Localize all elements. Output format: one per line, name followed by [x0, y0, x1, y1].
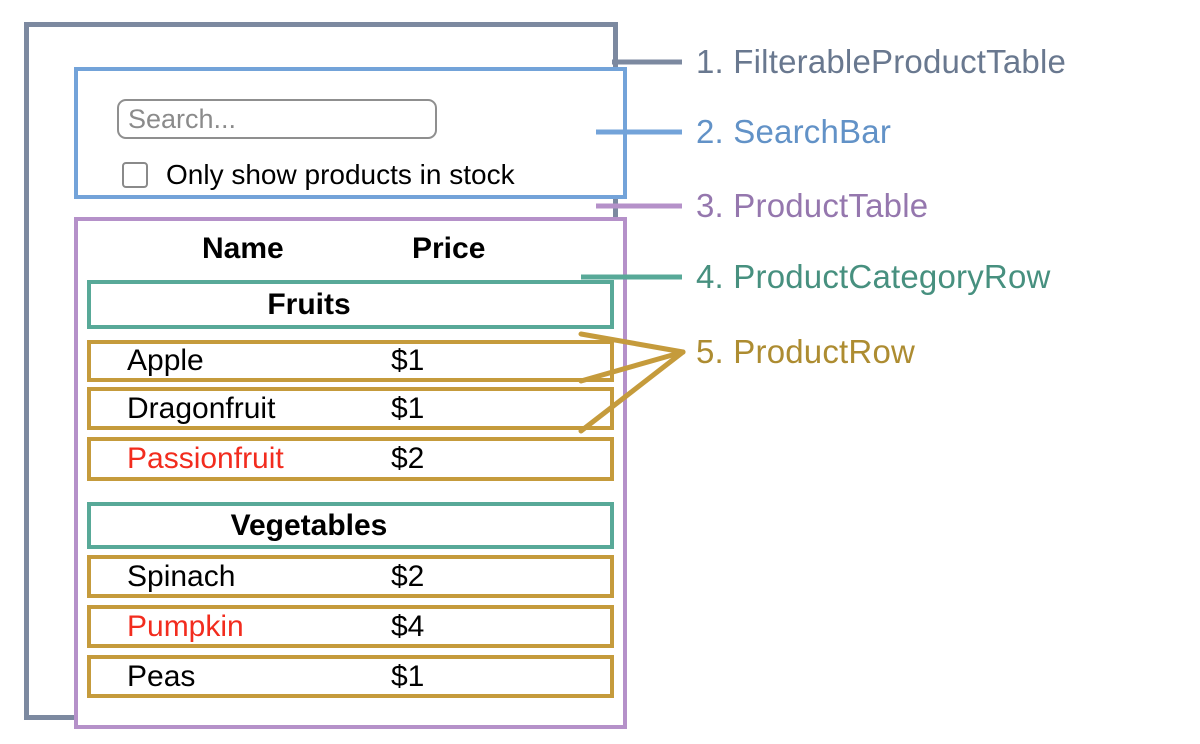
filterable-product-table-box: Only show products in stock Name Price F… — [24, 22, 627, 729]
product-row-dragonfruit: Dragonfruit $1 — [87, 387, 614, 430]
category-label: Vegetables — [230, 508, 388, 542]
annotation-product-category-row: 4. ProductCategoryRow — [696, 258, 1051, 295]
category-row-fruits: Fruits — [87, 280, 614, 329]
name-column-header: Name — [202, 232, 284, 265]
category-row-vegetables: Vegetables — [87, 502, 614, 549]
product-row-pumpkin: Pumpkin $4 — [87, 605, 614, 648]
annotation-filterable-product-table: 1. FilterableProductTable — [696, 43, 1067, 80]
product-name: Passionfruit — [127, 442, 284, 475]
product-price: $1 — [391, 344, 425, 377]
price-column-header: Price — [412, 232, 486, 265]
product-row-passionfruit: Passionfruit $2 — [87, 437, 614, 481]
product-name: Pumpkin — [127, 609, 244, 643]
product-row-apple: Apple $1 — [87, 340, 614, 382]
product-price: $2 — [391, 559, 425, 593]
product-price: $2 — [391, 442, 425, 475]
category-label: Fruits — [267, 287, 351, 321]
in-stock-checkbox-label: Only show products in stock — [166, 159, 515, 190]
product-name: Apple — [127, 344, 204, 377]
annotation-search-bar: 2. SearchBar — [696, 113, 892, 150]
product-row-spinach: Spinach $2 — [87, 555, 614, 598]
product-price: $1 — [391, 659, 425, 693]
product-name: Dragonfruit — [127, 391, 276, 425]
product-name: Peas — [127, 659, 196, 693]
product-table-box: Name Price Fruits Apple $1 Dragonfruit $… — [74, 217, 627, 729]
search-input[interactable] — [117, 99, 437, 139]
product-name: Spinach — [127, 559, 236, 593]
annotation-product-table: 3. ProductTable — [696, 187, 929, 224]
in-stock-checkbox[interactable] — [122, 162, 148, 188]
product-price: $4 — [391, 609, 425, 643]
product-row-peas: Peas $1 — [87, 655, 614, 698]
in-stock-filter-row[interactable]: Only show products in stock — [122, 159, 515, 191]
annotation-product-row: 5. ProductRow — [696, 333, 916, 370]
product-price: $1 — [391, 391, 425, 425]
search-bar-box: Only show products in stock — [74, 67, 627, 199]
